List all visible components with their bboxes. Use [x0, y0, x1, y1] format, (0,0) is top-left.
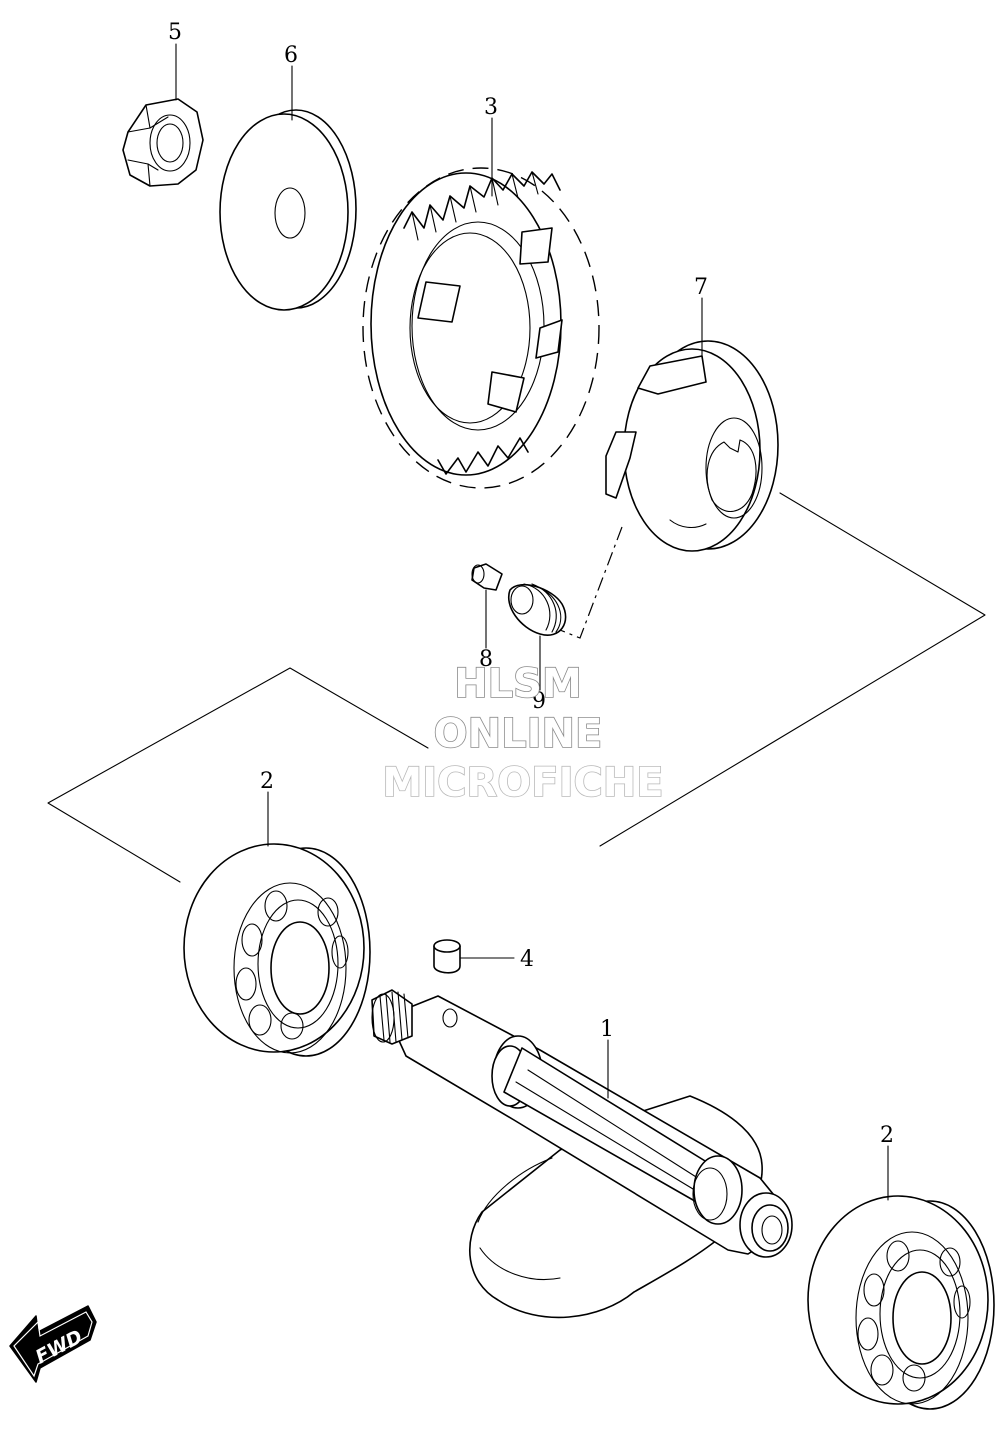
part-balancer-driven-gear[interactable] [605, 340, 779, 552]
assembly-outline-right [599, 492, 986, 847]
watermark-line-3: MICROFICHE [382, 760, 663, 806]
callout-2-left: 2 [260, 769, 274, 794]
callout-2-right: 2 [880, 1123, 894, 1148]
callout-8: 8 [479, 647, 493, 672]
part-bearing-left[interactable] [183, 843, 371, 1057]
part-bearing-right[interactable] [807, 1195, 995, 1410]
part-spring[interactable] [507, 583, 567, 636]
watermark: HLSM ONLINE MICROFICHE [382, 660, 665, 807]
callout-3: 3 [484, 95, 498, 120]
part-balancer-drive-gear[interactable] [362, 167, 600, 489]
callout-9: 9 [532, 689, 546, 714]
callout-7: 7 [694, 275, 708, 300]
part-dowel[interactable] [433, 939, 461, 974]
callout-4: 4 [520, 947, 534, 972]
fwd-direction-badge: FWD [9, 1305, 97, 1383]
watermark-line-1: HLSM [454, 661, 582, 707]
watermark-line-2: ONLINE [434, 711, 603, 757]
callout-6: 6 [284, 43, 298, 68]
assembly-outline-left [47, 667, 429, 883]
part-nut[interactable] [122, 98, 204, 187]
part-balancer-shaft[interactable] [371, 989, 793, 1319]
centerline-balancer-axis [559, 526, 623, 639]
callout-5: 5 [168, 20, 182, 45]
callout-1: 1 [600, 1017, 614, 1042]
part-washer[interactable] [219, 109, 357, 311]
part-pin[interactable] [471, 563, 503, 591]
